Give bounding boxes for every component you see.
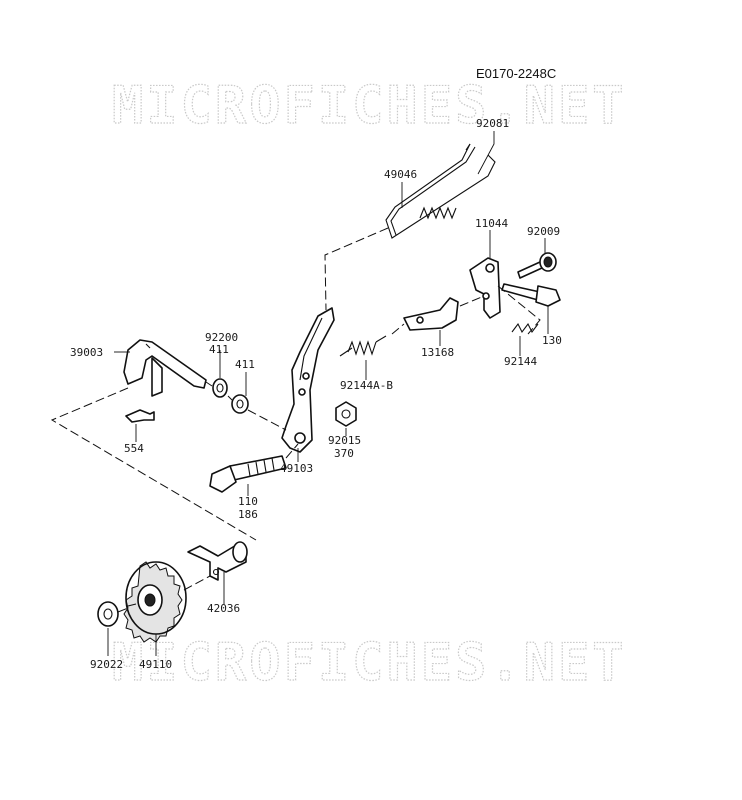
spring-92144 [511,322,539,334]
label-92022: 92022 [90,658,123,671]
leader-dash-bolt [285,443,299,459]
label-411-a: 411 [209,343,229,356]
bolt-110 [209,455,287,493]
leader-dash-washers [205,381,287,431]
label-92144: 92144 [504,355,537,368]
bracket-11044 [469,257,501,319]
shaft-42036 [187,541,248,581]
label-39003: 39003 [70,346,103,359]
washer-92200 [212,378,228,398]
gear-49110 [123,561,187,643]
label-370: 370 [334,447,354,460]
leader-dash-spring [391,323,405,335]
label-49110: 49110 [139,658,172,671]
leader-dash-rod-to-lever [324,227,389,311]
leader-lines [107,131,549,656]
label-42036: 42036 [207,602,240,615]
leader-dash-assembly [50,387,257,541]
bolt-130 [501,283,561,307]
watermark-top: MICROFICHES.NET [112,76,627,136]
plate-13168 [403,297,459,331]
label-92015: 92015 [328,434,361,447]
leader-dash-plate [459,295,485,307]
label-92009: 92009 [527,225,560,238]
nut-92015 [335,401,357,427]
washer-411 [231,394,249,414]
bolt-92009 [517,252,557,279]
label-92144ab: 92144A-B [340,379,393,392]
label-92081: 92081 [476,117,509,130]
linkage-rod-92081 [385,143,496,239]
label-411-b: 411 [235,358,255,371]
leader-dash-bracket [497,285,541,335]
lever-49103 [281,307,335,453]
label-11044: 11044 [475,217,508,230]
washer-92022 [97,601,119,627]
clip-554 [125,409,155,423]
label-49046: 49046 [384,168,417,181]
spring-92144ab [339,335,387,357]
arm-39003 [123,339,207,397]
label-110: 110 [238,495,258,508]
label-186: 186 [238,508,258,521]
spring-49046 [419,206,457,220]
label-13168: 13168 [421,346,454,359]
watermark-bottom: MICROFICHES.NET [112,633,627,693]
leader-dash-gear [117,575,211,613]
label-554: 554 [124,442,144,455]
label-49103: 49103 [280,462,313,475]
label-92200: 92200 [205,331,238,344]
diagram-code: E0170-2248C [476,66,556,81]
label-130: 130 [542,334,562,347]
